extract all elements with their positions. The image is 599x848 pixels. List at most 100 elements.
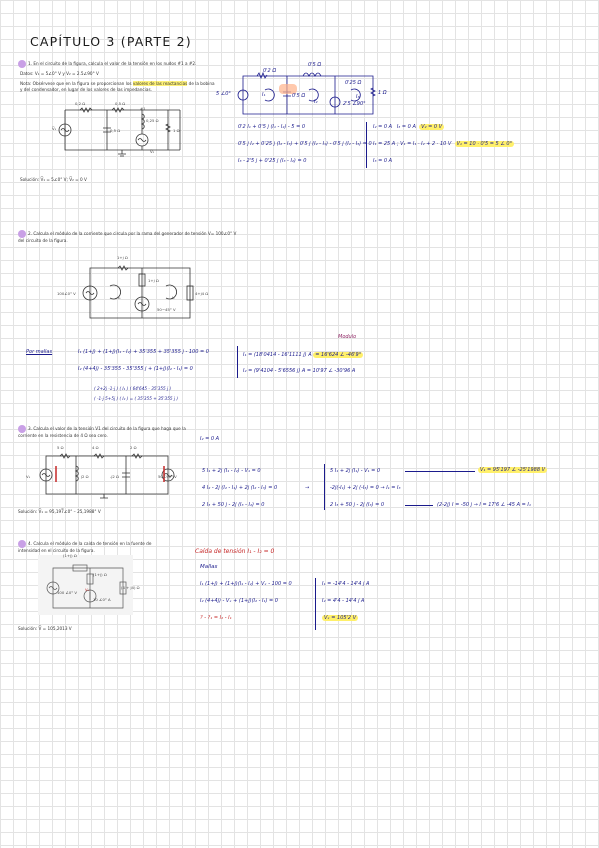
hw-fig-v1: 5 ∠0° xyxy=(216,91,231,97)
p3-eq-1: 5 I₁ + 2j (I₁ - I₂) - V₁ = 0 xyxy=(202,468,261,474)
p1-result-1: I₂ = 0 A I₃ = 0 A V₂ = 0 V xyxy=(373,124,445,130)
p2-result-2: I₂ = (9'4104 - 5'6556 j) A = 10'97 ∠ -30… xyxy=(243,368,355,374)
problem-4-statement: 4. Calcula el módulo de la caída de tens… xyxy=(18,540,168,554)
p1-eq-1: 0'2 I₁ + 0'5 j (I₁ - I₂) - 5 = 0 xyxy=(238,124,306,130)
p2-modulo-label: Modulo xyxy=(338,334,357,340)
problem-1-data: Datos: V₁ = 5∠0° V y V₂ = 2.5∠90° V xyxy=(20,71,99,76)
result-text: I₃ = 0 A xyxy=(396,124,416,130)
p3-v1-result: V₁ = 95'197 ∠ -25'1988 V xyxy=(478,467,548,473)
p4-brace xyxy=(315,578,316,630)
problem-number: 3 xyxy=(28,426,31,431)
p3-eq-3: 2 I₃ + 50 j - 2j (I₃ - I₂) = 0 xyxy=(202,502,265,508)
statement-text: . Calcula el módulo de la caída de tensi… xyxy=(18,541,152,553)
fig-right: (4 + j4) Ω xyxy=(121,585,140,590)
hw-fig-a: 0'2 Ω xyxy=(263,68,277,74)
p4-heading: Caída de tensión I₁ - I₂ = 0 xyxy=(195,548,275,555)
p3-step-1: 5 I₁ + 2j (I₁) - V₁ = 0 xyxy=(330,468,381,474)
fig-i: 10 ∠0° A xyxy=(93,597,111,602)
p1-eq-3: I₃ - 2'5 j + 0'25 j (I₃ - I₂) = 0 xyxy=(238,158,307,164)
p1-result-3: I₃ = 0 A xyxy=(373,158,393,164)
p3-given: I₂ = 0 A xyxy=(200,436,220,442)
fig-top: (1+j) Ω xyxy=(63,553,77,558)
p2-eq-1: I₁ (1+j) + (1+j)(I₁ - I₂) + 35'355 + 35'… xyxy=(78,349,209,355)
p4-result-2: I₂ = 4'4 - 14'4 j A xyxy=(322,598,365,604)
p4-eq-1: I₁ (1+j) + (1+j)(I₁ - I₂) + Vₓ - 100 = 0 xyxy=(200,581,292,587)
fig-r3: 1 Ω xyxy=(173,128,180,133)
hw-fig-b: 0'5 Ω xyxy=(308,62,322,68)
fig-mid: (1+j) Ω xyxy=(93,572,107,577)
p4-result-1: I₁ = -14'4 - 14'4 j A xyxy=(322,581,370,587)
statement-text: . En el circuito de la figura, calcula e… xyxy=(30,61,197,66)
fig-r4: 4 Ω xyxy=(92,445,99,450)
p4-eq-2: I₂ (4+4j) - Vₓ + (1+j)(I₂ - I₁) = 0 xyxy=(200,598,278,604)
fig-r1: 0,2 Ω xyxy=(75,101,86,106)
result-text: V₁ = I₁ · I₂ + 2 · 10 V xyxy=(400,141,452,147)
problem-number: 2 xyxy=(28,231,31,236)
problem-3-solution: Solución: V̅₁ = 95,197̅∠0° – 25,1988° V xyxy=(18,509,101,514)
hw-fig-i3: I₃ xyxy=(356,94,360,100)
note-text: de la bobina y del condensador, en lugar… xyxy=(20,81,215,92)
problem-3-statement: 3. Calcula el valor de la tensión V1 del… xyxy=(18,425,188,439)
p1-result-2: I₁ = 25 A ; V₁ = I₁ · I₂ + 2 · 10 V V₁ =… xyxy=(373,141,515,147)
fig-v1: 100∠0° V xyxy=(57,291,76,296)
problem-2-statement: 2. Calcula el módulo de la corriente que… xyxy=(18,230,238,244)
fig-v2: V̅₂ xyxy=(150,149,155,154)
p2-method: Por mallas xyxy=(26,349,53,355)
fig-xc: 0,5 Ω xyxy=(110,128,121,133)
p3-eq-2: 4 I₂ - 2j (I₂ - I₁) + 2j (I₂ - I₃) = 0 xyxy=(202,485,278,491)
fig-vx: Vₓ xyxy=(85,587,90,592)
p2-matrix-2: ( -1-j 5+5j ) ( I₂ ) = ( 35'355 + 35'355… xyxy=(94,396,178,401)
problem-1-statement: 1. En el circuito de la figura, calcula … xyxy=(18,60,218,68)
p3-long-arrow xyxy=(405,505,433,506)
result-highlight: V₁ = 95'197 ∠ -25'1988 V xyxy=(478,467,548,473)
fig-v1: V₁ xyxy=(26,474,31,479)
fig-top: 1+j Ω xyxy=(117,255,128,260)
problem-2-circuit xyxy=(82,265,194,319)
p3-long-arrow xyxy=(405,471,475,472)
fig-xl: 0,25 Ω xyxy=(146,118,159,123)
p3-step-2: -2j(-I₁) + 2j (-I₃) = 0 → I₁ = I₃ xyxy=(330,485,401,491)
p4-eq-3: ? - ?₁ = I₂ - I₁ xyxy=(200,615,232,621)
result-highlight: V₁ = 10 · 0'5 = 5 ∠ 0° xyxy=(454,141,515,147)
result-text: I₁ = (18'0414 - 16'1111 j) A xyxy=(243,352,312,358)
result-text: I₂ = (9'4104 - 5'6556 j) A xyxy=(243,368,306,374)
fig-v2: 50−45° V xyxy=(157,307,176,312)
statement-text: . Calcula el módulo de la corriente que … xyxy=(18,231,237,243)
fig-r2: 2 Ω xyxy=(130,445,137,450)
result-highlight: V₂ = 0 V xyxy=(419,124,445,130)
statement-text: . Calcula el valor de la tensión V1 del … xyxy=(18,426,186,438)
problem-4-circuit xyxy=(46,564,127,609)
note-text: Nota: Obsérvese que en la figura se prop… xyxy=(20,81,133,86)
page-title: CAPÍTULO 3 (PARTE 2) xyxy=(30,34,192,49)
fig-c: -j2 Ω xyxy=(110,474,119,479)
p2-brace xyxy=(237,346,238,378)
p2-eq-2: I₂ (4+4j) - 35'355 - 35'355 j + (1+j)(I₂… xyxy=(78,366,193,372)
problem-number-badge xyxy=(18,230,26,238)
p3-step-3: 2 I₃ + 50 j - 2j (I₃) = 0 xyxy=(330,502,385,508)
problem-number: 1 xyxy=(28,61,31,66)
fig-v2: 50∠90° V xyxy=(158,474,177,479)
problem-1-solution: Solución: V̅₁ = 5∠0° V; V̅₂ = 0 V xyxy=(20,177,87,182)
fig-i1: I₁ xyxy=(118,295,121,300)
fig-v: 100 ∠0° V xyxy=(57,590,77,595)
fig-r2: 0,5 Ω xyxy=(115,101,126,106)
fig-l: j2 Ω xyxy=(81,474,89,479)
hw-fig-i1: I₁ xyxy=(262,92,266,98)
fig-r5: 5 Ω xyxy=(57,445,64,450)
fig-right: 4+j4 Ω xyxy=(195,291,209,296)
result-text: I₂ = 0 A xyxy=(373,124,393,130)
hw-fig-c: 0'25 Ω xyxy=(345,80,362,86)
problem-3-circuit xyxy=(39,453,175,499)
hw-fig-i2: I₂ xyxy=(314,99,318,105)
problem-1-note: Nota: Obsérvese que en la figura se prop… xyxy=(20,81,216,93)
fig-node-1: #1 xyxy=(140,106,146,111)
problem-number-badge xyxy=(18,60,26,68)
result-highlight: Vₓ = 105'2 V xyxy=(322,615,359,621)
result-text: I₁ = 25 A xyxy=(373,141,396,147)
p2-result-1: I₁ = (18'0414 - 16'1111 j) A = 16'624 ∠ … xyxy=(243,352,364,358)
problem-4-solution: Solución: V̅ = 105,2013 V xyxy=(18,626,72,631)
hw-fig-v2: 2'5 ∠90° xyxy=(343,101,366,107)
problem-number: 4 xyxy=(28,541,31,546)
p4-subheading: Mallas xyxy=(200,564,218,570)
hw-fig-d: 0'5 Ω xyxy=(292,93,306,99)
